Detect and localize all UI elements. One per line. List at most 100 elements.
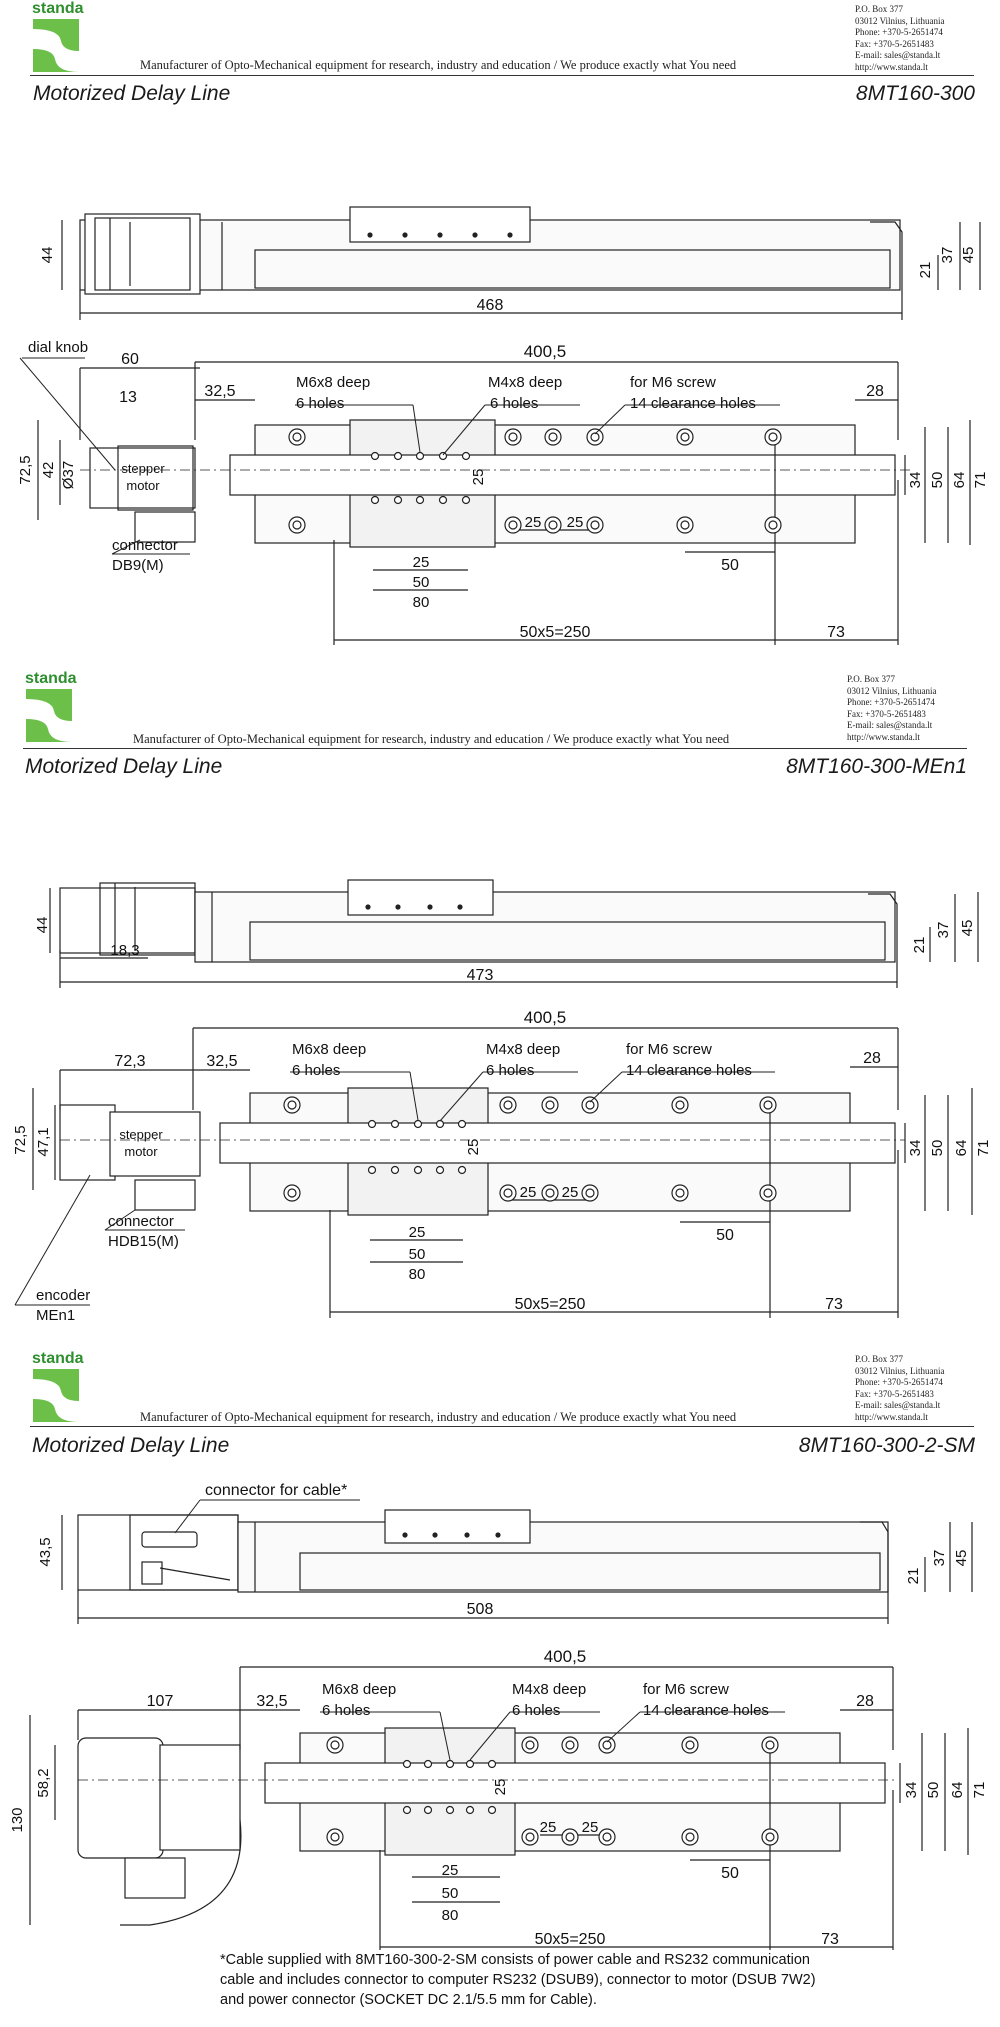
svg-text:80: 80	[413, 594, 430, 611]
svg-text:72,5: 72,5	[12, 1125, 29, 1154]
svg-text:21: 21	[911, 937, 928, 954]
svg-text:50: 50	[929, 472, 946, 489]
svg-text:71: 71	[972, 472, 989, 489]
svg-text:25: 25	[470, 469, 487, 486]
svg-text:MEn1: MEn1	[36, 1307, 75, 1324]
side-h-21: 21	[917, 262, 934, 279]
side-length: 468	[477, 297, 504, 314]
svg-text:72,5: 72,5	[17, 455, 34, 484]
logo-text: standa	[32, 0, 84, 17]
svg-text:64: 64	[949, 1782, 966, 1799]
svg-text:Ø37: Ø37	[60, 461, 77, 489]
svg-text:32,5: 32,5	[256, 1693, 287, 1710]
svg-text:14 clearance holes: 14 clearance holes	[630, 395, 756, 412]
svg-text:34: 34	[907, 1140, 924, 1157]
svg-text:50: 50	[716, 1227, 734, 1244]
svg-text:25: 25	[413, 554, 430, 571]
svg-text:73: 73	[827, 624, 845, 641]
standa-logo: standa	[30, 1350, 84, 1425]
svg-text:71: 71	[975, 1140, 992, 1157]
svg-text:M4x8 deep: M4x8 deep	[512, 1681, 586, 1698]
menc-drawing: 44 21 37 45 473 18,3 72,3 32,5 400,5 28 …	[12, 879, 992, 1324]
svg-text:400,5: 400,5	[544, 1647, 587, 1666]
svg-text:25: 25	[442, 1862, 459, 1879]
svg-text:25: 25	[465, 1139, 482, 1156]
svg-text:45: 45	[953, 1550, 970, 1567]
svg-text:50: 50	[442, 1885, 459, 1902]
svg-text:400,5: 400,5	[524, 1008, 567, 1027]
svg-text:64: 64	[951, 472, 968, 489]
svg-text:80: 80	[409, 1266, 426, 1283]
model-number: 8MT160-300	[855, 82, 975, 105]
svg-text:6 holes: 6 holes	[296, 395, 344, 412]
svg-text:14 clearance holes: 14 clearance holes	[626, 1062, 752, 1079]
svg-text:21: 21	[905, 1568, 922, 1585]
svg-text:25: 25	[540, 1819, 557, 1836]
svg-text:25: 25	[520, 1184, 537, 1201]
svg-text:28: 28	[863, 1050, 881, 1067]
svg-text:37: 37	[931, 1550, 948, 1567]
svg-text:130: 130	[9, 1807, 26, 1832]
svg-text:for M6 screw: for M6 screw	[626, 1041, 712, 1058]
svg-text:M4x8 deep: M4x8 deep	[486, 1041, 560, 1058]
svg-text:14 clearance holes: 14 clearance holes	[643, 1702, 769, 1719]
side-height-left: 44	[39, 247, 56, 264]
svg-text:connector: connector	[112, 537, 178, 554]
side-h-45: 45	[960, 247, 977, 264]
svg-text:73: 73	[821, 1931, 839, 1948]
svg-text:M4x8 deep: M4x8 deep	[488, 374, 562, 391]
svg-text:80: 80	[442, 1907, 459, 1924]
cable-footnote: *Cable supplied with 8MT160-300-2-SM con…	[220, 1952, 816, 2008]
svg-text:25: 25	[582, 1819, 599, 1836]
standa-logo: standa	[23, 670, 77, 745]
svg-text:43,5: 43,5	[37, 1537, 54, 1566]
svg-text:64: 64	[953, 1140, 970, 1157]
sheet-title: Motorized Delay Line	[32, 1434, 230, 1457]
svg-text:58,2: 58,2	[35, 1768, 52, 1797]
svg-text:50: 50	[409, 1246, 426, 1263]
svg-text:M6x8 deep: M6x8 deep	[322, 1681, 396, 1698]
svg-text:M6x8 deep: M6x8 deep	[296, 374, 370, 391]
svg-text:18,3: 18,3	[110, 942, 139, 959]
svg-text:72,3: 72,3	[114, 1053, 145, 1070]
svg-text:6 holes: 6 holes	[486, 1062, 534, 1079]
model-number: 8MT160-300-MEn1	[786, 755, 967, 778]
contact-block: P.O. Box 377 03012 Vilnius, Lithuania Ph…	[855, 1354, 945, 1422]
svg-text:M6x8 deep: M6x8 deep	[292, 1041, 366, 1058]
svg-text:34: 34	[907, 472, 924, 489]
standa-logo: standa	[30, 0, 84, 75]
svg-text:71: 71	[971, 1782, 988, 1799]
side-view-drawing: 44 21 37 45 468 dial knob 60 13 32,5 400…	[17, 206, 989, 645]
svg-text:DB9(M): DB9(M)	[112, 557, 164, 574]
sheet-title: Motorized Delay Line	[25, 755, 223, 778]
svg-text:6 holes: 6 holes	[512, 1702, 560, 1719]
svg-text:50x5=250: 50x5=250	[515, 1296, 586, 1313]
svg-text:50: 50	[413, 574, 430, 591]
svg-text:34: 34	[903, 1782, 920, 1799]
svg-text:32,5: 32,5	[204, 383, 235, 400]
svg-text:motor: motor	[124, 1144, 158, 1159]
svg-text:for M6 screw: for M6 screw	[630, 374, 716, 391]
svg-text:connector for cable*: connector for cable*	[205, 1482, 347, 1499]
svg-text:60: 60	[121, 351, 139, 368]
svg-text:6 holes: 6 holes	[490, 395, 538, 412]
svg-text:28: 28	[866, 383, 884, 400]
svg-text:25: 25	[525, 514, 542, 531]
svg-text:45: 45	[959, 920, 976, 937]
tagline: Manufacturer of Opto-Mechanical equipmen…	[140, 58, 737, 72]
sheet-title: Motorized Delay Line	[33, 82, 231, 105]
sheet-1: standa P.O. Box 377 03012 Vilnius, Lithu…	[0, 0, 1000, 670]
svg-text:50: 50	[925, 1782, 942, 1799]
sm-drawing: 43,5 21 37 45 508 connector for cable* 1…	[9, 1482, 988, 1950]
svg-text:13: 13	[119, 389, 137, 406]
svg-text:50: 50	[721, 557, 739, 574]
contact-block: P.O. Box 377 03012 Vilnius, Lithuania Ph…	[847, 674, 937, 742]
svg-text:25: 25	[492, 1779, 509, 1796]
svg-text:6 holes: 6 holes	[322, 1702, 370, 1719]
svg-text:HDB15(M): HDB15(M)	[108, 1233, 179, 1250]
svg-text:73: 73	[825, 1296, 843, 1313]
svg-text:508: 508	[467, 1601, 494, 1618]
svg-text:50: 50	[721, 1865, 739, 1882]
svg-text:107: 107	[147, 1693, 174, 1710]
svg-text:50: 50	[929, 1140, 946, 1157]
